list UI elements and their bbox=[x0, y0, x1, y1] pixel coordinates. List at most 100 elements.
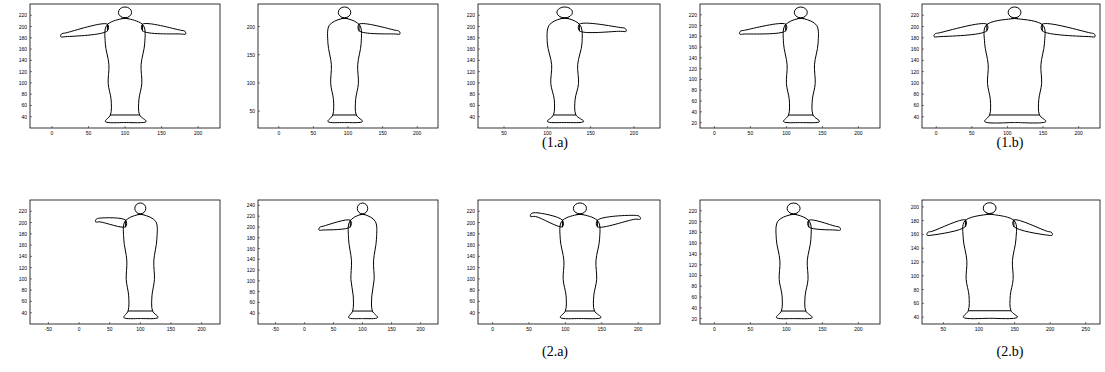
tick-mark bbox=[786, 126, 787, 128]
y-tick-label: 140 bbox=[19, 58, 27, 63]
head-contour bbox=[787, 203, 800, 214]
tick-mark bbox=[258, 216, 260, 217]
y-tick-label: 100 bbox=[247, 278, 255, 283]
x-tick-label: 150 bbox=[167, 327, 175, 332]
tick-mark bbox=[478, 82, 480, 83]
feet-seam bbox=[333, 114, 357, 115]
tick-mark bbox=[258, 259, 260, 260]
tick-mark bbox=[528, 322, 529, 324]
x-tick-label: 150 bbox=[818, 327, 826, 332]
y-tick-label: 180 bbox=[467, 231, 475, 236]
axes-frame bbox=[30, 4, 220, 128]
x-tick-label: 50 bbox=[311, 131, 317, 136]
y-tick-label: 40 bbox=[913, 315, 919, 320]
tick-mark bbox=[478, 211, 480, 212]
arm-contour bbox=[95, 218, 126, 227]
x-tick-label: 100 bbox=[344, 131, 352, 136]
y-tick-label: 40 bbox=[469, 114, 475, 119]
x-tick-label: 0 bbox=[935, 131, 938, 136]
tick-mark bbox=[922, 220, 924, 221]
y-tick-label: 120 bbox=[19, 265, 27, 270]
body-contour bbox=[328, 18, 363, 122]
human-silhouette bbox=[739, 7, 819, 123]
x-tick-label: 100 bbox=[561, 327, 569, 332]
y-tick-label: 200 bbox=[467, 24, 475, 29]
tick-mark bbox=[700, 90, 702, 91]
tick-mark bbox=[922, 289, 924, 290]
shoulder-seam bbox=[986, 24, 987, 32]
tick-mark bbox=[922, 60, 924, 61]
tick-mark bbox=[922, 303, 924, 304]
x-tick-label: 50 bbox=[86, 131, 92, 136]
x-tick-label: 150 bbox=[157, 131, 165, 136]
feet-seam bbox=[353, 311, 373, 312]
tick-mark bbox=[638, 322, 639, 324]
arm-contour bbox=[530, 213, 563, 227]
y-tick-label: 40 bbox=[691, 109, 697, 114]
tick-mark bbox=[822, 322, 823, 324]
shoulder-seam bbox=[107, 24, 108, 32]
y-tick-label: 140 bbox=[467, 254, 475, 259]
y-tick-label: 120 bbox=[247, 268, 255, 273]
tick-mark bbox=[275, 322, 276, 324]
feet-seam bbox=[128, 310, 153, 311]
tick-mark bbox=[478, 256, 480, 257]
body-contour bbox=[105, 18, 146, 122]
tick-mark bbox=[492, 322, 493, 324]
tick-mark bbox=[922, 248, 924, 249]
y-tick-label: 200 bbox=[19, 220, 27, 225]
shoulder-seam bbox=[808, 220, 809, 228]
x-tick-label: 0 bbox=[277, 131, 280, 136]
x-tick-label: 100 bbox=[782, 131, 790, 136]
arm-contour bbox=[739, 23, 786, 34]
tick-mark bbox=[258, 26, 260, 27]
y-tick-label: 120 bbox=[689, 66, 697, 71]
plot-panel bbox=[30, 4, 220, 128]
tick-mark bbox=[478, 26, 480, 27]
tick-mark bbox=[922, 275, 924, 276]
x-tick-label: 0 bbox=[491, 327, 494, 332]
tick-mark bbox=[478, 222, 480, 223]
x-tick-label: 50 bbox=[526, 327, 532, 332]
axes-frame bbox=[922, 4, 1100, 128]
y-tick-label: 100 bbox=[911, 273, 919, 278]
x-tick-label: 100 bbox=[136, 327, 144, 332]
y-tick-label: 80 bbox=[691, 88, 697, 93]
plot-panel bbox=[258, 4, 438, 128]
plot-panel bbox=[30, 200, 220, 324]
y-tick-label: 50 bbox=[249, 109, 255, 114]
tick-mark bbox=[478, 116, 480, 117]
tick-mark bbox=[634, 126, 635, 128]
human-silhouette bbox=[530, 203, 640, 319]
tick-mark bbox=[750, 322, 751, 324]
feet-seam bbox=[781, 311, 805, 312]
human-silhouette bbox=[547, 7, 626, 123]
tick-mark bbox=[478, 301, 480, 302]
x-tick-label: 200 bbox=[854, 131, 862, 136]
tick-mark bbox=[478, 267, 480, 268]
arm-contour bbox=[141, 24, 185, 35]
tick-mark bbox=[30, 15, 32, 16]
tick-mark bbox=[278, 126, 279, 128]
y-tick-label: 60 bbox=[469, 103, 475, 108]
tick-mark bbox=[258, 205, 260, 206]
tick-mark bbox=[922, 116, 924, 117]
tick-mark bbox=[786, 322, 787, 324]
tick-mark bbox=[478, 105, 480, 106]
x-tick-label: 0 bbox=[713, 131, 716, 136]
body-contour bbox=[123, 214, 158, 318]
human-silhouette bbox=[934, 7, 1095, 123]
y-tick-label: 120 bbox=[911, 260, 919, 265]
y-tick-label: 200 bbox=[689, 219, 697, 224]
x-tick-label: 150 bbox=[1010, 327, 1018, 332]
body-contour bbox=[984, 19, 1046, 123]
tick-mark bbox=[978, 322, 979, 324]
tick-mark bbox=[258, 280, 260, 281]
tick-mark bbox=[700, 253, 702, 254]
tick-mark bbox=[478, 15, 480, 16]
y-tick-label: 100 bbox=[19, 80, 27, 85]
arm-contour bbox=[61, 24, 109, 37]
tick-mark bbox=[601, 322, 602, 324]
tick-mark bbox=[348, 126, 349, 128]
